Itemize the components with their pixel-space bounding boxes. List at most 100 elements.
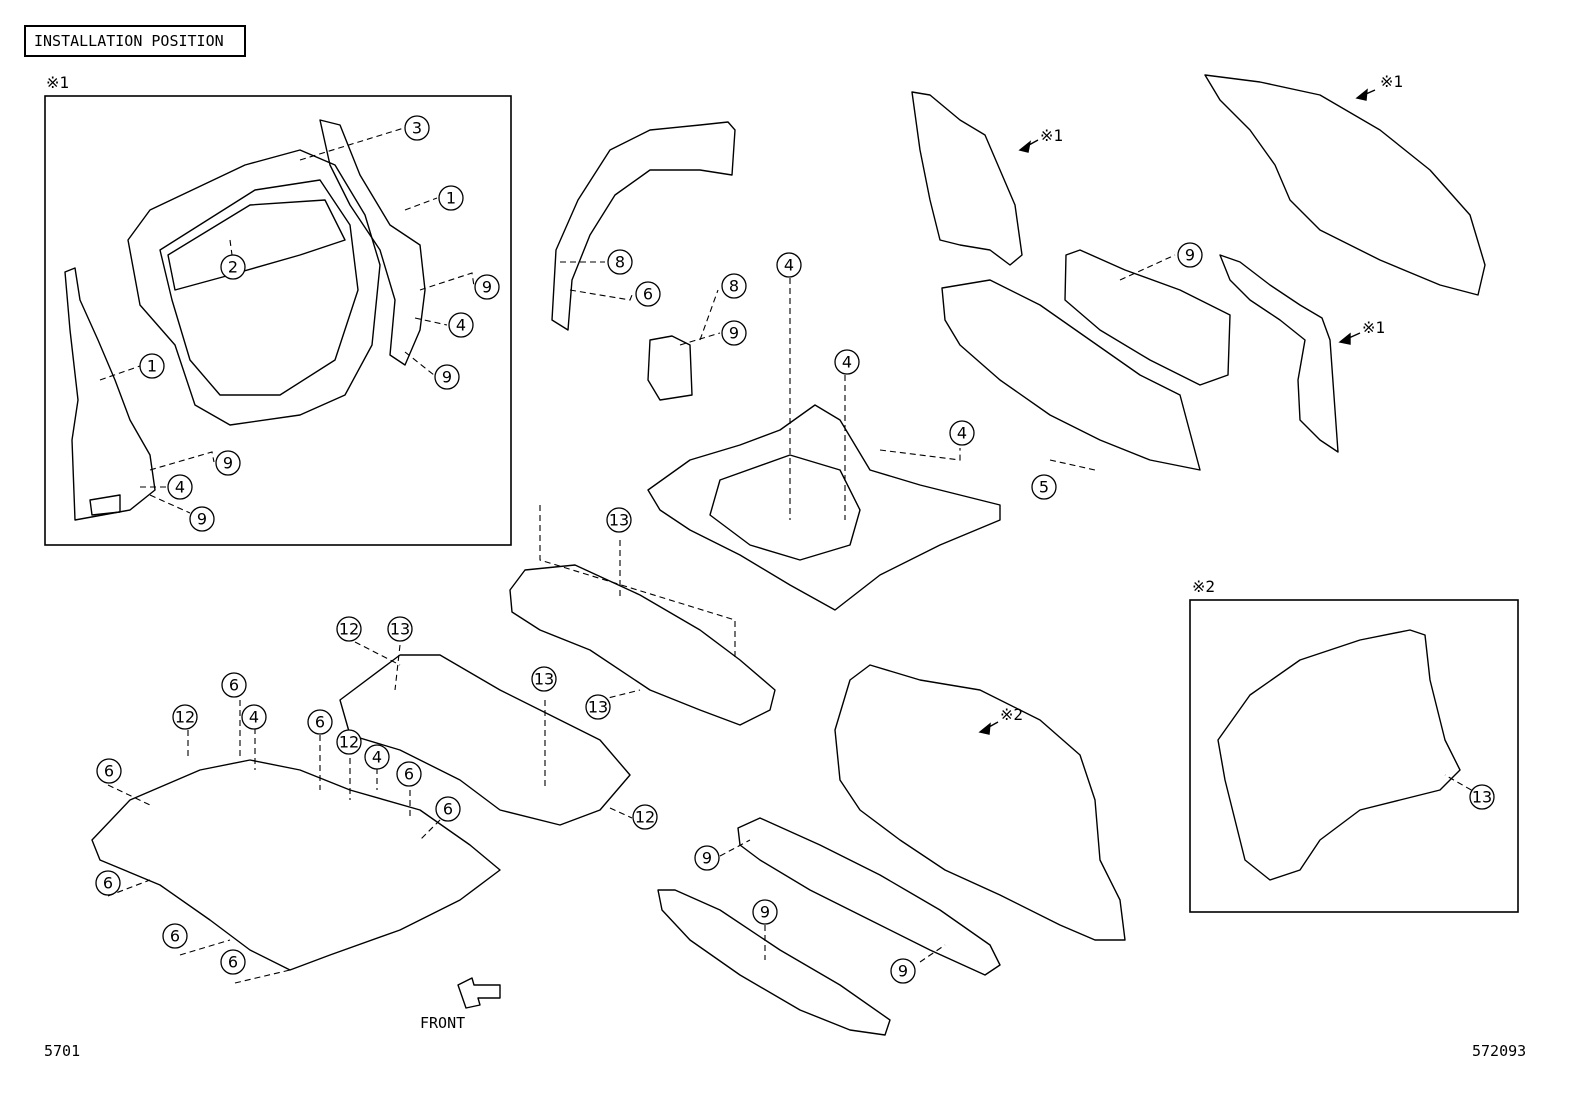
callout-label: 4: [957, 424, 967, 443]
callout-label: 6: [170, 927, 180, 946]
callout-circle: [949, 420, 975, 446]
callout-circle: [632, 804, 658, 830]
callout-label: 6: [643, 285, 653, 304]
callout-circle: [434, 364, 460, 390]
callout-label: 4: [372, 748, 382, 767]
callout-27: 12: [172, 704, 198, 730]
side-pillar-left: [64, 267, 156, 521]
callout-circle: [435, 796, 461, 822]
rear-crossmember: [1064, 249, 1231, 386]
callout-9: 4: [167, 474, 193, 500]
callout-circle: [721, 320, 747, 346]
arrow-ref-label-3: ※1: [1362, 318, 1386, 337]
callout-32: 6: [96, 758, 122, 784]
callout-circle: [221, 672, 247, 698]
callout-34: 6: [396, 761, 422, 787]
callout-1: 3: [404, 115, 430, 141]
front-arrow: [457, 977, 501, 1009]
callout-label: 6: [103, 874, 113, 893]
callout-circle: [1177, 242, 1203, 268]
callout-40: 9: [890, 958, 916, 984]
leader-lines: [99, 127, 1481, 984]
callout-circle: [607, 249, 633, 275]
ref-arrow-4: [978, 721, 999, 735]
callout-circle: [220, 949, 246, 975]
callout-36: 6: [162, 923, 188, 949]
callout-12: 6: [635, 281, 661, 307]
arrow-ref-label-4: ※2: [1000, 705, 1024, 724]
callout-21: 12: [336, 616, 362, 642]
side-member-rear: [1219, 254, 1339, 453]
callout-3: 2: [220, 254, 246, 280]
callout-6: 9: [434, 364, 460, 390]
part-outlines: [64, 74, 1486, 1036]
callout-circle: [95, 870, 121, 896]
ref-arrow-2: [1355, 88, 1376, 101]
callout-30: 12: [336, 729, 362, 755]
callout-circle: [189, 506, 215, 532]
callout-circle: [96, 758, 122, 784]
callout-label: 13: [534, 670, 554, 689]
callout-33: 6: [95, 870, 121, 896]
callout-label: 6: [104, 762, 114, 781]
callout-16: 4: [834, 349, 860, 375]
callout-circle: [215, 450, 241, 476]
callout-8: 9: [215, 450, 241, 476]
inset-1-label: ※1: [46, 73, 70, 92]
callout-circle: [606, 507, 632, 533]
callout-circle: [531, 666, 557, 692]
callout-41: 13: [1469, 784, 1495, 810]
rear-floor-pan: [647, 404, 1001, 611]
callout-label: 9: [442, 368, 452, 387]
rear-body-panel: [941, 279, 1201, 471]
callout-11: 8: [607, 249, 633, 275]
back-door-window: [167, 199, 346, 291]
callout-22: 13: [387, 616, 413, 642]
callout-circle: [241, 704, 267, 730]
callout-20: 13: [606, 507, 632, 533]
callout-circle: [387, 616, 413, 642]
front-floor-panel: [339, 654, 631, 826]
diagram-code-right: 572093: [1472, 1042, 1527, 1060]
callout-label: 6: [228, 953, 238, 972]
quarter-panel-inner: [911, 91, 1023, 266]
callout-31: 4: [364, 744, 390, 770]
callout-37: 6: [220, 949, 246, 975]
callout-35: 6: [435, 796, 461, 822]
callout-circle: [139, 353, 165, 379]
ref-arrow-1: [1018, 139, 1039, 153]
cowl-panel-upper: [737, 817, 1001, 976]
rear-floor-well: [709, 454, 861, 561]
callout-label: 9: [223, 454, 233, 473]
callout-label: 6: [404, 765, 414, 784]
callout-24: 13: [585, 694, 611, 720]
callout-label: 6: [229, 676, 239, 695]
callout-circle: [1031, 474, 1057, 500]
callout-label: 13: [390, 620, 410, 639]
callout-13: 8: [721, 273, 747, 299]
callout-25: 12: [632, 804, 658, 830]
inset-2-label: ※2: [1192, 577, 1216, 596]
callout-label: 12: [635, 808, 655, 827]
callout-circle: [776, 252, 802, 278]
small-bracket: [647, 335, 693, 401]
callout-circle: [336, 616, 362, 642]
callout-circle: [890, 958, 916, 984]
callout-circle: [162, 923, 188, 949]
callout-label: 9: [197, 510, 207, 529]
callout-39: 9: [752, 899, 778, 925]
callout-circle: [694, 845, 720, 871]
arrow-ref-label-1: ※1: [1040, 126, 1064, 145]
callout-circle: [635, 281, 661, 307]
diagram-code-left: 5701: [44, 1042, 81, 1060]
callout-17: 4: [949, 420, 975, 446]
page-title: INSTALLATION POSITION: [24, 25, 246, 57]
front-label: FRONT: [420, 1014, 466, 1032]
callout-circle: [220, 254, 246, 280]
wheel-housing-arch: [551, 121, 736, 331]
callout-label: 1: [446, 189, 456, 208]
callout-15: 4: [776, 252, 802, 278]
callout-4: 9: [474, 274, 500, 300]
